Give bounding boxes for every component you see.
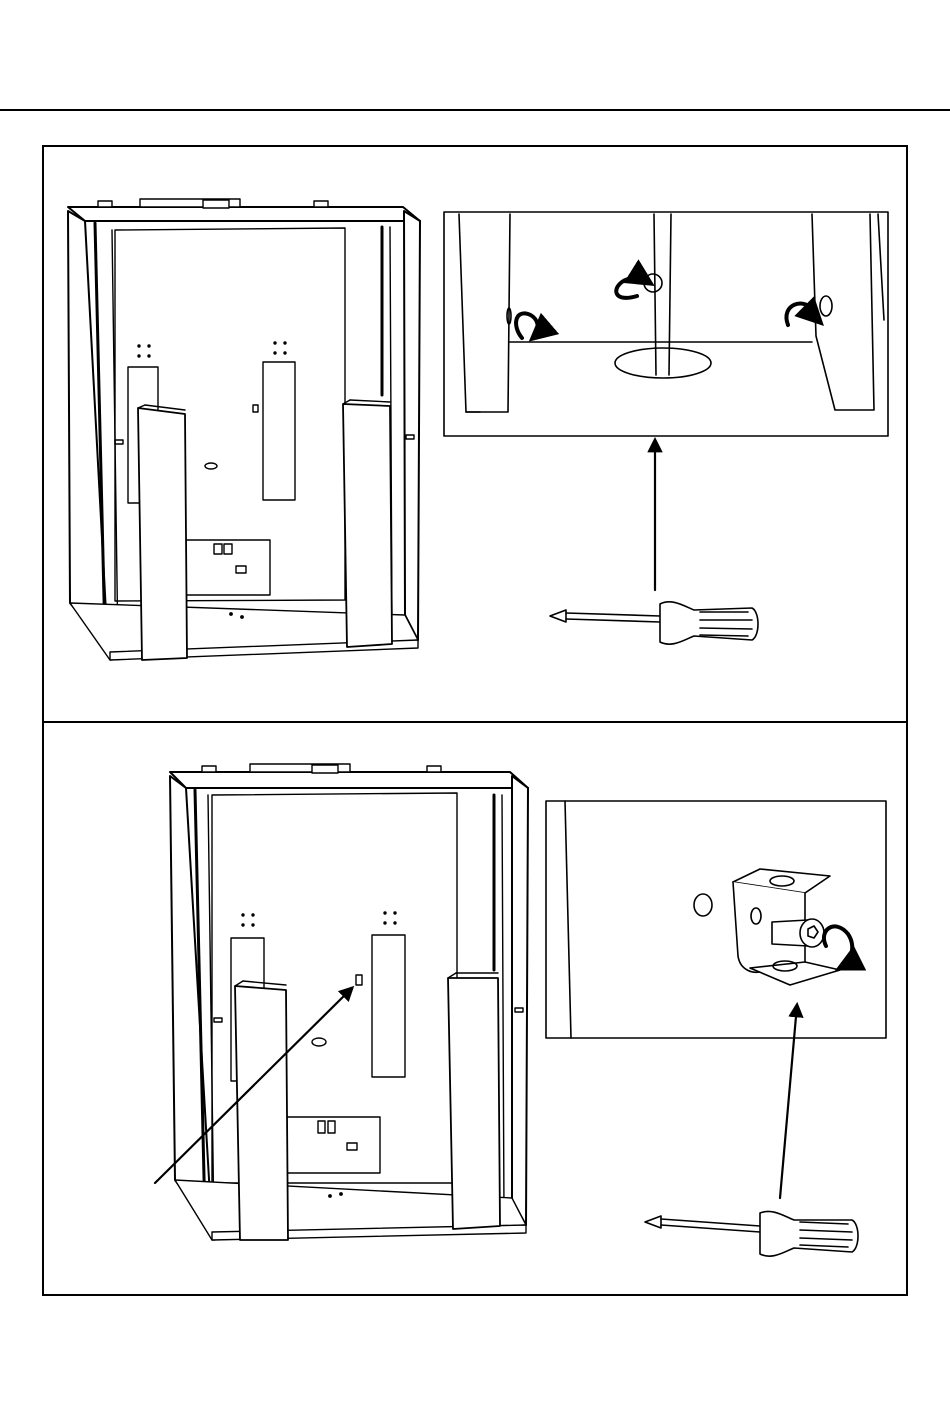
- bracket-bolt-detail: [546, 801, 886, 1038]
- step-2-cabinet: [170, 764, 528, 1240]
- step-1-cabinet: [68, 199, 420, 660]
- screwdriver-icon: [645, 1211, 858, 1256]
- screwdriver-icon: [550, 602, 758, 644]
- cam-lock-tightening-detail: [444, 212, 888, 436]
